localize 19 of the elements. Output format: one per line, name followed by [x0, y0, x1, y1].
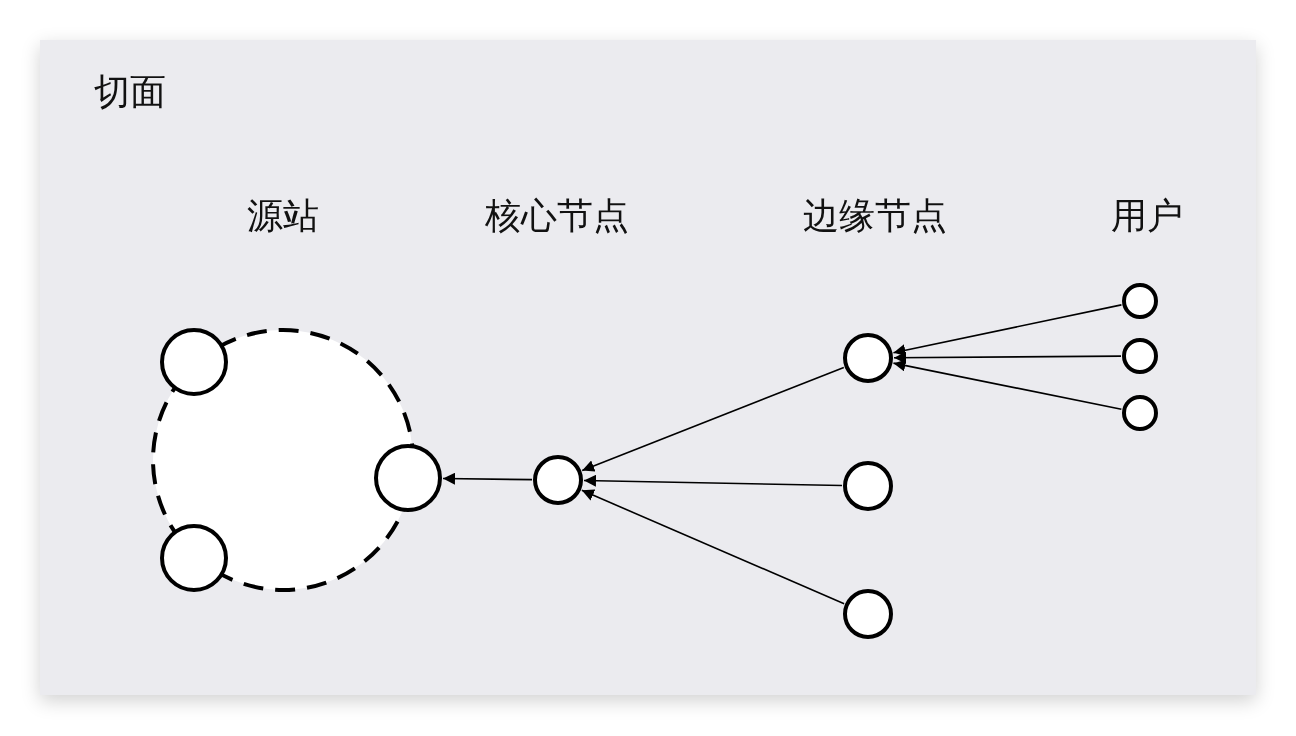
arrow [581, 489, 845, 605]
diagram-title: 切面 [94, 70, 166, 114]
column-label: 核心节点 [485, 194, 629, 238]
arrow [893, 351, 1122, 364]
circle-node [843, 461, 893, 511]
arrow [581, 366, 845, 472]
circle-node [1122, 395, 1158, 431]
circle-node [1122, 283, 1158, 319]
circle-node [843, 333, 893, 383]
circle-node [1122, 338, 1158, 374]
column-label: 源站 [247, 194, 319, 238]
arrow [442, 472, 533, 485]
arrow [583, 474, 843, 487]
column-label: 边缘节点 [803, 194, 947, 238]
circle-node [533, 455, 583, 505]
circle-node [843, 589, 893, 639]
column-label: 用户 [1111, 194, 1183, 238]
arrow [892, 304, 1123, 357]
arrow [892, 359, 1123, 411]
